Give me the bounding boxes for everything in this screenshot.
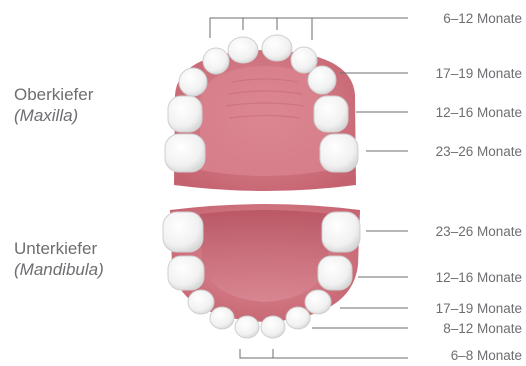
lower-first-molar-left: [168, 256, 204, 290]
age-upper-incisors: 6–12 Monate: [443, 11, 522, 26]
upper-first-molar-left: [168, 96, 202, 132]
lower-second-molar-right: [322, 212, 360, 252]
age-lower-central-incisors: 6–8 Monate: [451, 348, 522, 363]
upper-central-incisor-right: [262, 35, 292, 61]
upper-second-molar-right: [320, 134, 358, 172]
upper-central-incisor-left: [228, 37, 258, 63]
lower-lateral-incisor-right: [286, 307, 310, 329]
lower-lateral-incisor-left: [210, 307, 234, 329]
upper-canine-right: [308, 66, 336, 94]
lower-second-molar-left: [163, 212, 203, 252]
upper-second-molar-left: [165, 134, 205, 172]
lower-first-molar-right: [318, 256, 352, 290]
age-lower-first-molar: 12–16 Monate: [436, 270, 522, 285]
lower-canine-left: [188, 290, 214, 314]
age-upper-first-molar: 12–16 Monate: [436, 105, 522, 120]
upper-canine-left: [179, 68, 207, 96]
age-upper-second-molar: 23–26 Monate: [436, 144, 522, 159]
lower-canine-right: [305, 290, 331, 314]
age-upper-canine: 17–19 Monate: [436, 66, 522, 81]
lower-central-incisor-left: [235, 316, 259, 338]
age-lower-second-molar: 23–26 Monate: [436, 224, 522, 239]
age-lower-lateral-incisor: 8–12 Monate: [443, 321, 522, 336]
leader-lower-central-incisors: [240, 349, 408, 358]
upper-lateral-incisor-left: [203, 48, 229, 74]
upper-first-molar-right: [314, 96, 348, 132]
lower-tongue: [200, 210, 330, 302]
age-lower-canine: 17–19 Monate: [436, 301, 522, 316]
lower-central-incisor-right: [261, 316, 285, 338]
leader-upper-incisors: [210, 18, 408, 40]
